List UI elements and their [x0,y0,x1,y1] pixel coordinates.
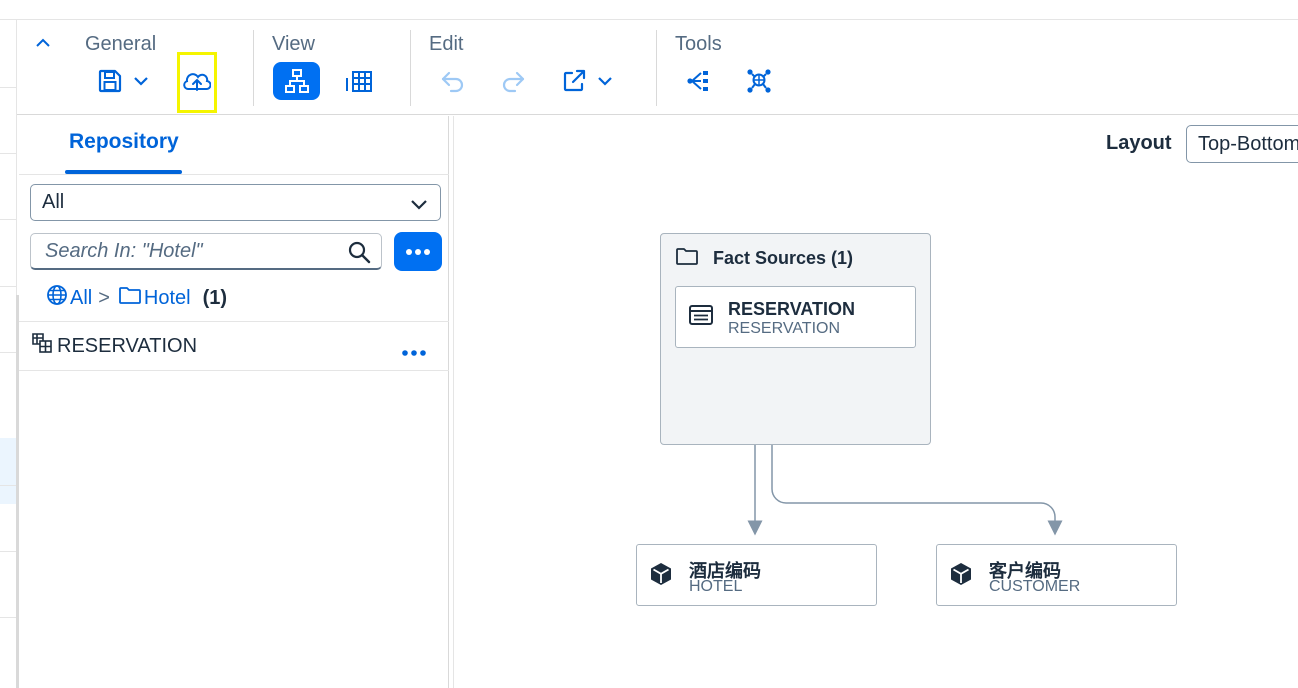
save-button[interactable] [91,62,155,100]
network-icon [745,67,773,95]
graph-view-button[interactable] [273,62,320,100]
toolbar-separator [656,30,657,106]
redo-icon [500,69,526,93]
gutter-divider [0,352,16,353]
table-icon [31,332,53,360]
more-options-button[interactable] [394,232,442,271]
filter-select[interactable]: All [30,184,441,221]
group-title: Fact Sources (1) [675,246,853,271]
breadcrumb: All > Hotel (1) [46,284,227,312]
lineage-button[interactable] [741,62,777,100]
deploy-button[interactable] [180,62,214,100]
node-subtitle: CUSTOMER [989,578,1081,595]
tabs-divider [19,174,449,175]
diagram-canvas[interactable]: Layout Top-Bottom Fact Sources (1) [453,116,1298,688]
hierarchy-icon [284,68,310,94]
layout-label: Layout [1106,132,1172,154]
search-placeholder: Search In: "Hotel" [45,239,203,262]
folder-icon [118,285,142,311]
cloud-upload-icon [183,69,211,93]
save-icon [97,68,123,94]
breadcrumb-folder[interactable]: Hotel [118,285,191,311]
share-button[interactable] [555,62,619,100]
chevron-up-icon[interactable] [35,36,51,54]
left-gutter [0,20,19,688]
node-reservation[interactable]: RESERVATION RESERVATION [675,286,916,348]
undo-button[interactable] [435,62,471,100]
gutter-divider [0,87,16,88]
node-customer[interactable]: 客户编码 CUSTOMER [936,544,1177,606]
undo-icon [440,69,466,93]
chevron-down-icon [597,75,613,87]
redo-button[interactable] [495,62,531,100]
breadcrumb-root[interactable]: All [46,284,92,312]
tab-indicator [65,170,182,174]
folder-icon [675,246,699,271]
toolbar-separator [253,30,254,106]
search-input[interactable]: Search In: "Hotel" [30,233,382,270]
gutter-divider [0,617,16,618]
breadcrumb-folder-label: Hotel [143,286,191,309]
filter-select-value: All [42,191,65,213]
group-label-tools: Tools [675,33,722,55]
globe-icon [46,284,68,312]
impact-analysis-icon [685,68,713,94]
gutter-divider [0,551,16,552]
item-more-icon[interactable] [401,340,427,363]
cube-icon [649,561,673,592]
table-view-icon [345,68,373,94]
table-view-button[interactable] [339,62,379,100]
gutter-selected-row[interactable] [0,438,16,504]
repository-panel: Repository All Search In: "Hotel" [19,116,449,688]
list-item[interactable]: RESERVATION [19,322,449,371]
highlight-box [177,52,217,113]
impact-analysis-button[interactable] [681,62,717,100]
group-label-edit: Edit [429,33,464,55]
toolbar: General View Edit [17,20,1298,115]
breadcrumb-root-label: All [70,286,93,309]
group-label-general: General [85,33,157,55]
layout-select[interactable]: Top-Bottom [1186,125,1298,163]
node-subtitle: RESERVATION [728,320,841,337]
gutter-divider [0,485,16,486]
list-divider [19,321,449,322]
gutter-divider [0,219,16,220]
node-hotel[interactable]: 酒店编码 HOTEL [636,544,877,606]
toolbar-separator [410,30,411,106]
breadcrumb-separator: > [98,286,110,309]
panel-resize-handle[interactable] [16,295,19,688]
group-label-view: View [272,33,315,55]
node-title: 客户编码 [989,561,1061,581]
search-icon[interactable] [347,240,371,270]
node-title: RESERVATION [728,299,856,319]
list-item-label: RESERVATION [57,334,198,357]
chevron-down-icon [133,75,149,87]
node-subtitle: HOTEL [689,578,743,595]
chevron-down-icon [410,194,428,217]
top-strip [0,0,1298,20]
cube-icon [949,561,973,592]
fact-table-icon [688,303,714,332]
gutter-divider [0,286,16,287]
node-title: 酒店编码 [689,561,761,581]
layout-select-value: Top-Bottom [1198,132,1298,155]
more-icon [405,243,431,261]
gutter-divider [0,153,16,154]
group-title-label: Fact Sources (1) [713,248,854,268]
breadcrumb-count: (1) [202,286,228,309]
tab-repository[interactable]: Repository [69,130,179,153]
share-icon [561,68,587,94]
